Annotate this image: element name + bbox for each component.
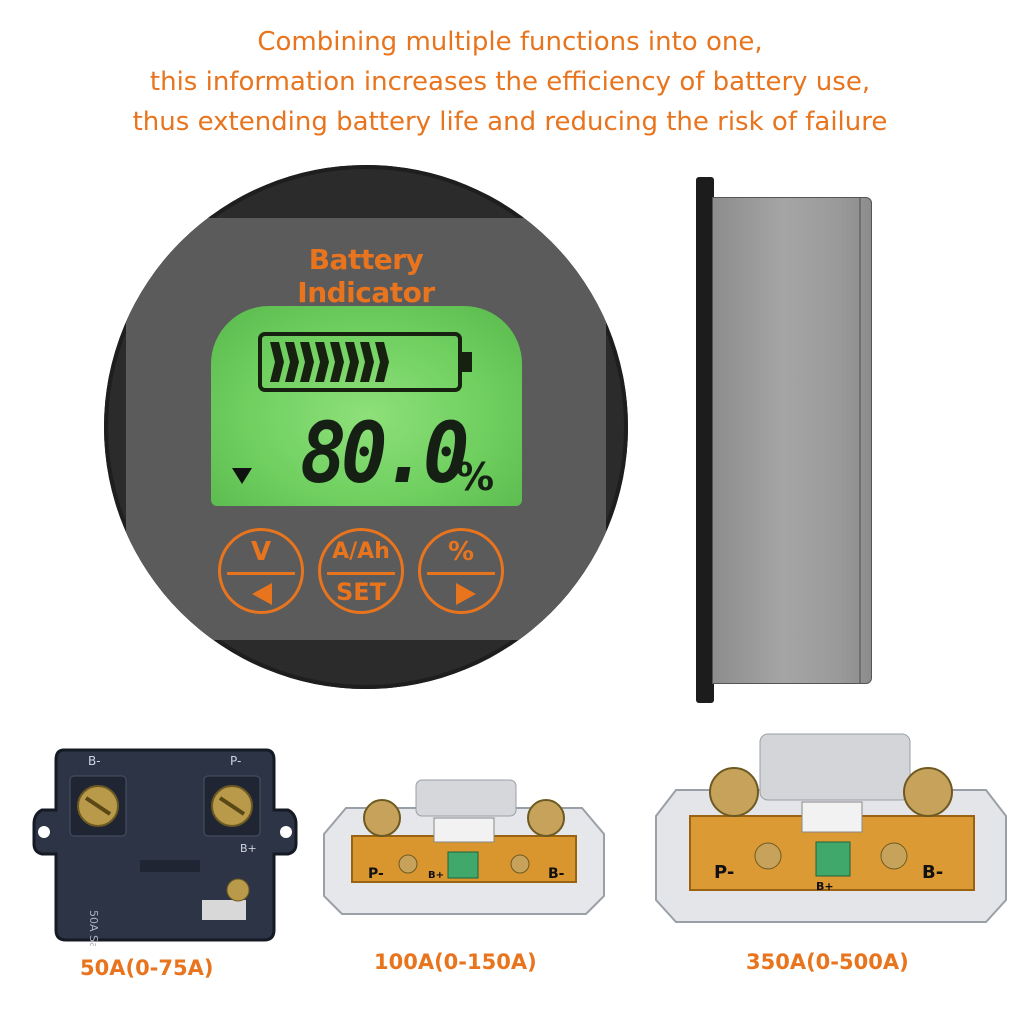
p-minus-terminal-label: P- (230, 754, 241, 768)
battery-segment (330, 342, 344, 382)
headline-line-2: this information increases the efficienc… (149, 67, 871, 97)
percent-right-button[interactable]: % (418, 528, 504, 614)
voltage-left-button[interactable]: V (218, 528, 304, 614)
headline-line-3: thus extending battery life and reducing… (132, 107, 888, 137)
b-plus-terminal-label: B+ (428, 870, 444, 881)
battery-icon (258, 332, 472, 392)
p-minus-terminal-label: P- (368, 866, 384, 882)
set-button-label-bottom: SET (335, 578, 387, 606)
headline: Combining multiple functions into one, t… (0, 22, 1020, 142)
battery-segment (360, 342, 374, 382)
p-minus-terminal-label: P- (714, 862, 734, 883)
b-minus-terminal-label: B- (88, 754, 101, 768)
b-minus-terminal-label: B- (548, 866, 565, 882)
shunt-100a-caption: 100A(0-150A) (374, 950, 537, 974)
battery-segment (345, 342, 359, 382)
battery-segment (285, 342, 299, 382)
left-arrow-icon (252, 583, 272, 605)
sampler-plate-label: 50A Sampler (87, 910, 100, 946)
shunt-50a-image: B- P- B+ 50A Sampler (32, 748, 298, 946)
voltage-button-label: V (250, 537, 272, 567)
b-plus-terminal-label: B+ (240, 842, 257, 855)
battery-segment (270, 342, 284, 382)
meter-side-front-flange (696, 177, 714, 703)
headline-line-1: Combining multiple functions into one, (257, 27, 763, 57)
battery-segment (315, 342, 329, 382)
button-divider (427, 572, 495, 575)
meter-brand-label: Battery Indicator (297, 243, 435, 309)
lcd-screen (211, 306, 522, 506)
button-divider (327, 572, 395, 575)
set-button[interactable]: A/Ah SET (318, 528, 404, 614)
shunt-350a-image: P- B+ B- (655, 733, 1007, 923)
right-arrow-icon (456, 583, 476, 605)
reading-value: 80.0 (300, 404, 470, 502)
meter-side-body (712, 197, 872, 684)
shunt-100a-image: P- B+ B- (323, 779, 605, 915)
shunt-50a-caption: 50A(0-75A) (80, 956, 214, 980)
shunt-350a-caption: 350A(0-500A) (746, 950, 909, 974)
button-divider (227, 572, 295, 575)
percent-button-label: % (447, 537, 475, 567)
set-button-label-top: A/Ah (332, 539, 390, 564)
b-plus-terminal-label: B+ (816, 880, 834, 893)
battery-segment (375, 342, 389, 382)
down-triangle-icon (232, 468, 252, 484)
reading-unit: % (456, 455, 495, 499)
battery-segment (300, 342, 314, 382)
b-minus-terminal-label: B- (922, 862, 943, 883)
